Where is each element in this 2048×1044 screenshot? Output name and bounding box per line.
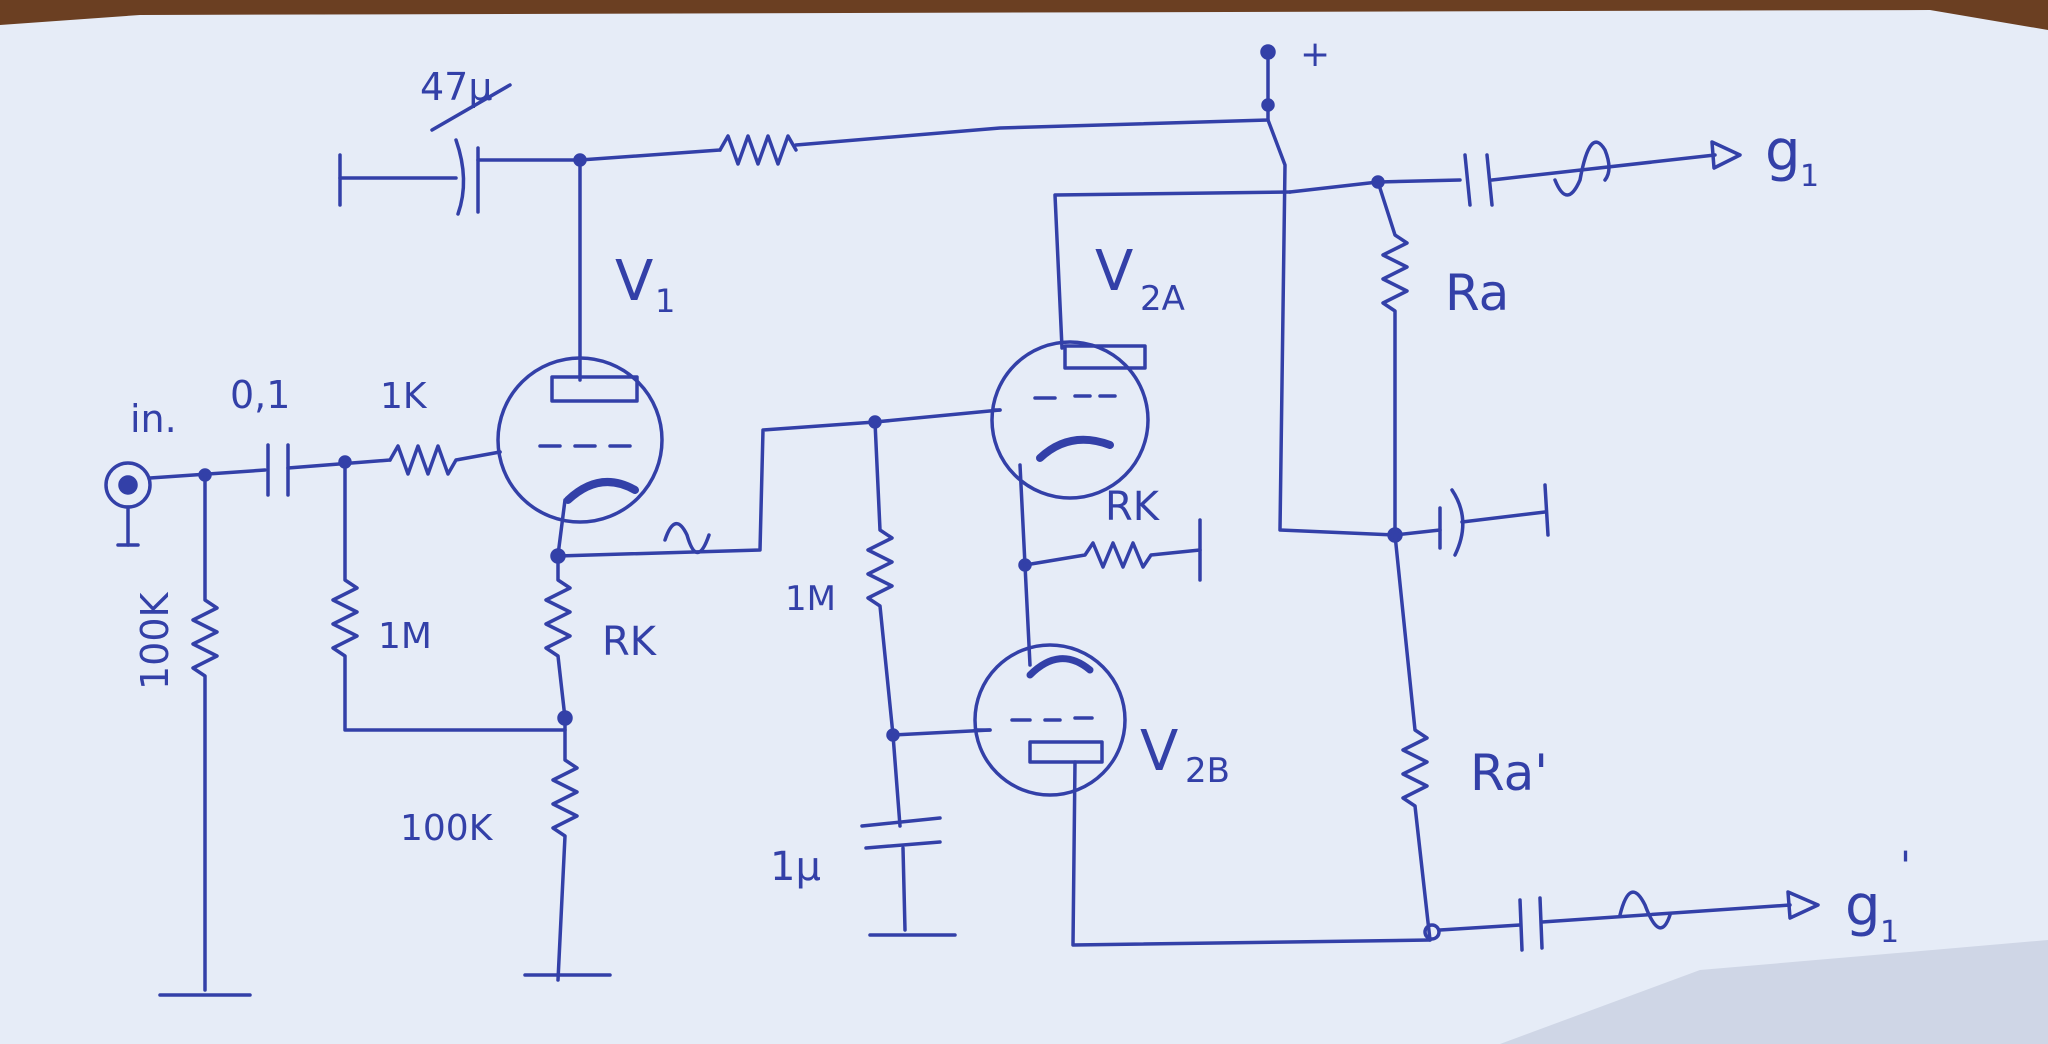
out-1-sub: 1 [1800, 159, 1819, 194]
supply-junction [1261, 98, 1275, 112]
mid-cap-ground-wire [1460, 510, 1547, 524]
out2-cap-plate-1 [1518, 898, 1524, 952]
circuit-wiring [104, 44, 1820, 997]
c1u-plate-2 [864, 840, 942, 850]
c-v2b-label: 1µ [770, 844, 821, 890]
v1-tube-envelope [496, 356, 664, 524]
input-jack-inner [118, 475, 138, 495]
v2a-tube-envelope [990, 340, 1150, 500]
supply-label: + [1300, 34, 1330, 75]
v2b-cathode-lead [1071, 760, 1432, 947]
out2-arrow [1786, 890, 1820, 920]
labels: + 47µ in. 0,1 1K 100K 1M RK 100K V 1 V 2… [130, 34, 1911, 950]
mid-cap-wire [1393, 528, 1442, 537]
v2b-tube-envelope [973, 643, 1127, 797]
mid-cap-ground [1543, 483, 1550, 537]
v1-plate [550, 375, 639, 403]
r-grid-v2-label: 1M [785, 579, 836, 619]
v2b-plate [1026, 655, 1094, 679]
r-k-v1-label: RK [602, 619, 658, 665]
rail-resistor [718, 134, 798, 166]
wave-out2 [1618, 890, 1672, 930]
r-grid-stop-label: 1K [380, 376, 428, 417]
out-2-mark: ' [1900, 844, 1911, 890]
out1-arrow [1710, 140, 1742, 170]
v1-to-v2-wire [556, 408, 1002, 558]
c1u-plate-1 [860, 816, 942, 828]
tube-v2a-label: V [1095, 239, 1133, 304]
out-1-label: g [1765, 119, 1801, 184]
out-2-sub: 1 [1880, 915, 1899, 950]
out1-cap-plate-2 [1485, 153, 1494, 207]
grid-stopper-resistor [388, 444, 502, 476]
r-k-v2-label: RK [1105, 484, 1161, 530]
v1-grid-leak [331, 460, 567, 732]
cap47-arrow [430, 83, 512, 132]
tube-v1-sub: 1 [655, 282, 675, 320]
out2-wire-b [1540, 903, 1792, 924]
v1-rk-resistor [544, 554, 572, 720]
v2a-plate-lead [1053, 190, 1292, 350]
out-2-label: g [1845, 874, 1881, 939]
supply-down-wire [1266, 118, 1397, 537]
tail-resistor [551, 716, 579, 982]
cap47-plate-2 [454, 138, 466, 216]
ra2-bottom-node [1423, 923, 1441, 941]
tube-v2b-label: V [1140, 719, 1178, 784]
c-in-label: 0,1 [230, 373, 290, 417]
out2-wire-a [1438, 923, 1522, 932]
v2b-cathode [1028, 740, 1104, 764]
v2-grid-resistor [866, 420, 992, 737]
wave-out1 [1553, 140, 1611, 197]
tube-v2b-sub: 2B [1185, 751, 1230, 791]
rail-to-supply [794, 103, 1270, 147]
v2a-plate [1063, 344, 1147, 370]
ra-resistor [1376, 180, 1409, 537]
input-label: in. [130, 397, 177, 441]
paper-shadow [1500, 940, 2048, 1044]
wave-v1-out [663, 522, 711, 555]
c-bypass-label: 47µ [420, 65, 493, 109]
v2-rk-resistor [1023, 541, 1202, 569]
r-tail-label: 100K [400, 808, 494, 849]
v2a-cathode [1036, 435, 1114, 462]
v1-cathode-lead [556, 498, 567, 557]
out1-cap-plate-1 [1463, 153, 1472, 207]
tube-v2a-sub: 2A [1140, 279, 1185, 319]
out1-wire [1490, 153, 1717, 182]
r-grid-v1-label: 1M [378, 616, 432, 657]
supply-terminal [1260, 44, 1276, 60]
ra2-resistor [1393, 533, 1432, 942]
tube-v1-label: V [615, 249, 653, 314]
r-a-label: Ra [1445, 264, 1509, 322]
input-100k-resistor [191, 473, 219, 992]
c1u-lead [891, 733, 902, 828]
v1-cathode [564, 478, 639, 504]
r-a2-label: Ra' [1470, 744, 1548, 802]
c1u-ground-lead [901, 846, 907, 932]
v2a-cathode-lead [1018, 463, 1027, 567]
r-input-label: 100K [133, 591, 177, 690]
